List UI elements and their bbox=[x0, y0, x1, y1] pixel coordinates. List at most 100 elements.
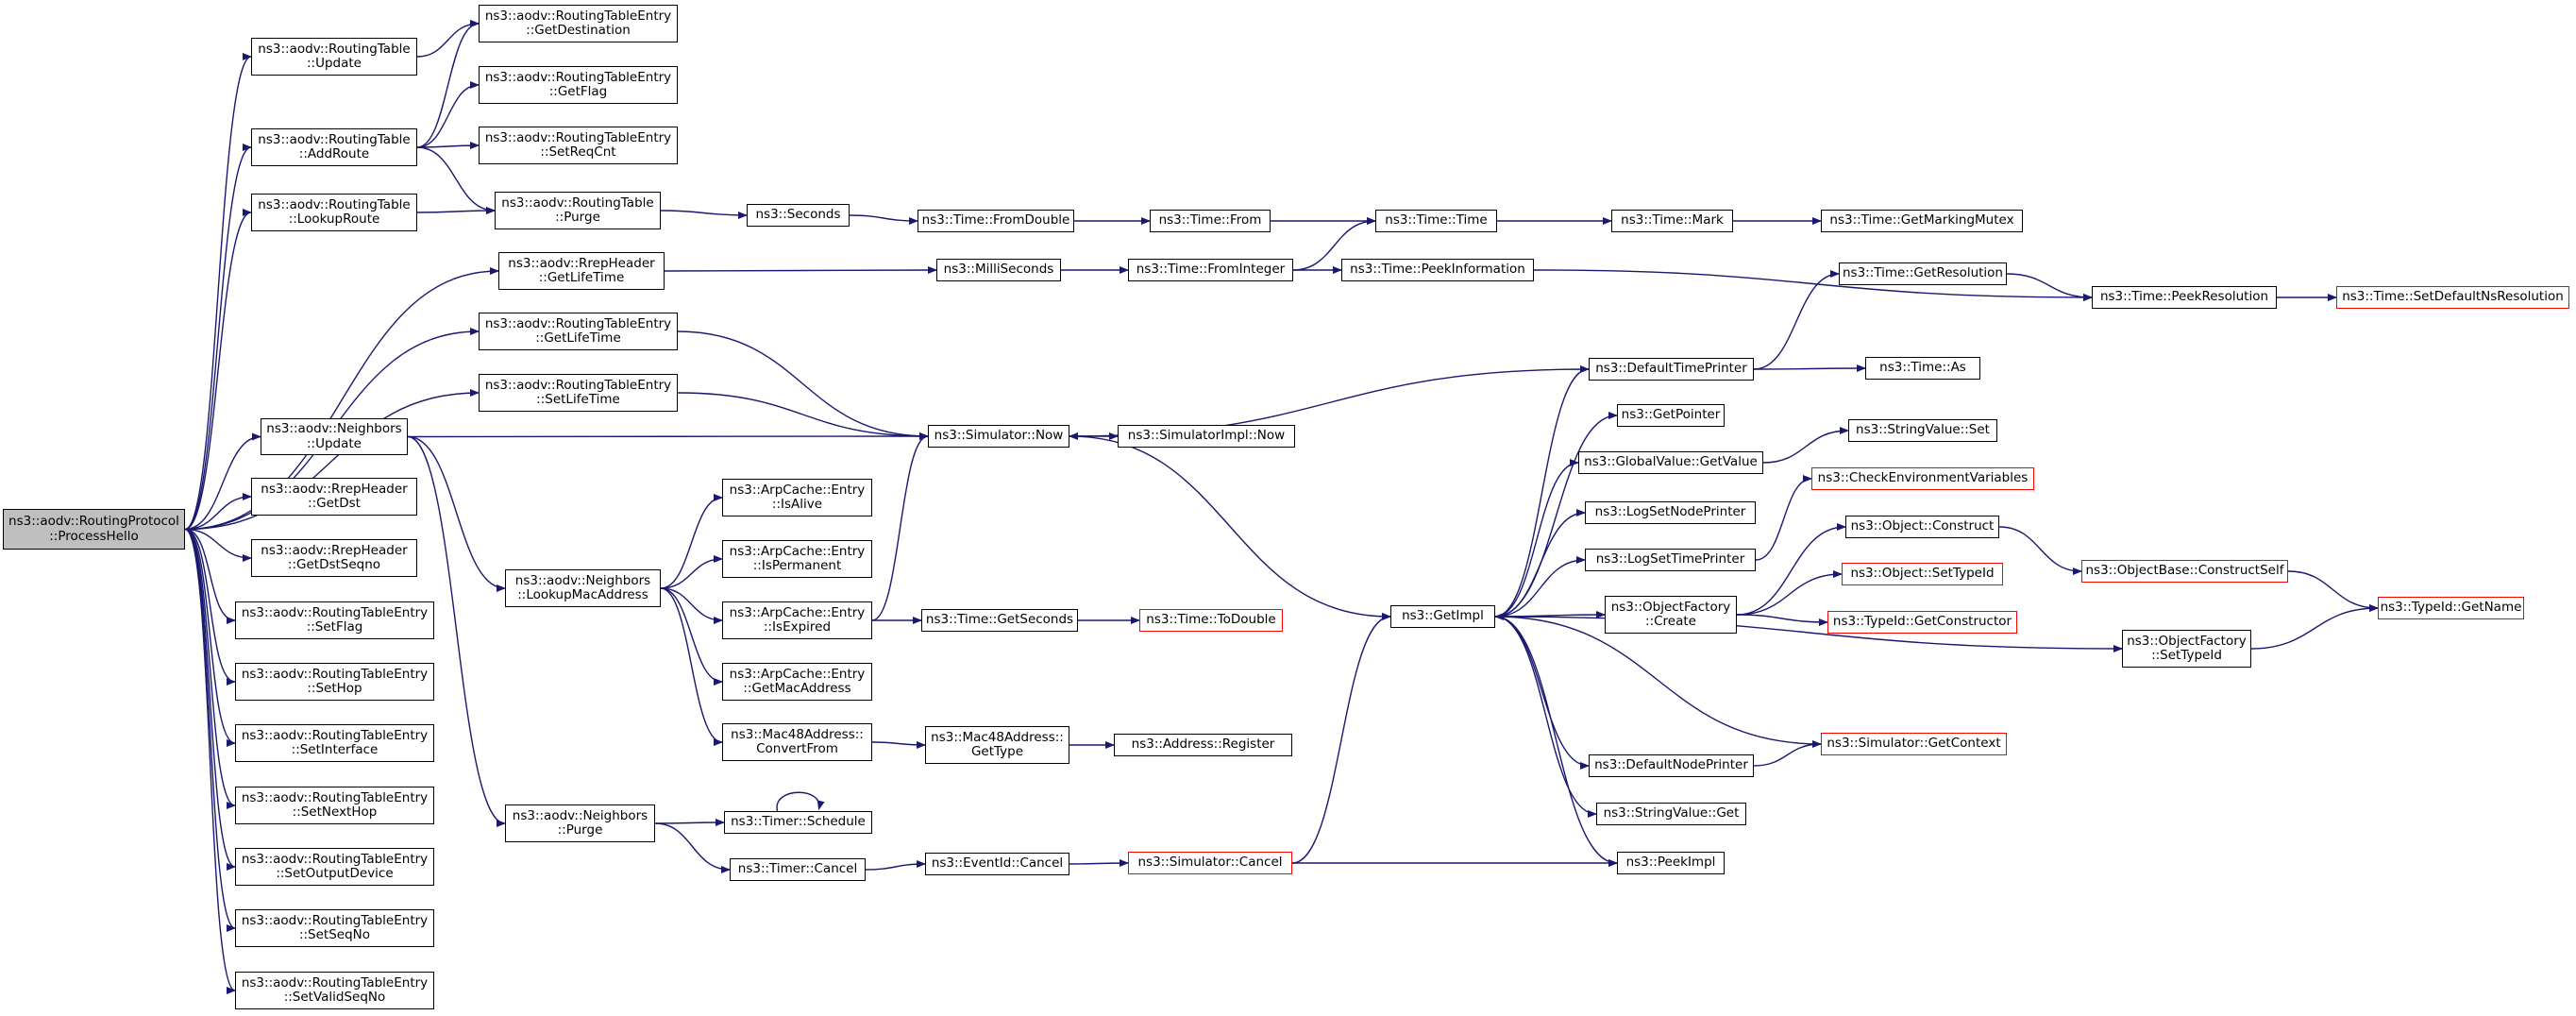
node-eventid-cancel[interactable]: ns3::EventId::Cancel bbox=[925, 853, 1069, 875]
node-time-peekinformation[interactable]: ns3::Time::PeekInformation bbox=[1341, 259, 1534, 281]
node-rt-lookuproute[interactable]: ns3::aodv::RoutingTable::LookupRoute bbox=[251, 194, 417, 231]
node-nb-update[interactable]: ns3::aodv::Neighbors::Update bbox=[261, 418, 408, 455]
node-label-line: ns3::EventId::Cancel bbox=[931, 855, 1064, 872]
node-object-settypeid[interactable]: ns3::Object::SetTypeId bbox=[1842, 563, 2003, 585]
node-label-line: ns3::aodv::RoutingTableEntry bbox=[484, 315, 672, 331]
node-simulator-getcontext[interactable]: ns3::Simulator::GetContext bbox=[1821, 733, 2007, 755]
node-mac48-convertfrom[interactable]: ns3::Mac48Address::ConvertFrom bbox=[722, 723, 872, 761]
edge-root-to-rrep-getdstseqno bbox=[184, 528, 252, 562]
node-rt-update[interactable]: ns3::aodv::RoutingTable::Update bbox=[251, 38, 417, 76]
node-defaultnodeprinter[interactable]: ns3::DefaultNodePrinter bbox=[1589, 754, 1754, 777]
node-simulator-cancel[interactable]: ns3::Simulator::Cancel bbox=[1128, 852, 1292, 874]
node-rte-setreqcnt[interactable]: ns3::aodv::RoutingTableEntry::SetReqCnt bbox=[479, 127, 678, 164]
node-label-line: ns3::Time::SetDefaultNsResolution bbox=[2342, 289, 2564, 305]
node-label-line: ns3::aodv::RoutingTableEntry bbox=[241, 912, 429, 928]
node-label-line: ns3::aodv::RoutingTableEntry bbox=[484, 129, 672, 145]
node-objectfactory-settypeid[interactable]: ns3::ObjectFactory::SetTypeId bbox=[2122, 630, 2251, 668]
node-stringvalue-get[interactable]: ns3::StringValue::Get bbox=[1596, 803, 1746, 825]
node-arp-isalive[interactable]: ns3::ArpCache::Entry::IsAlive bbox=[722, 479, 872, 516]
node-milliseconds[interactable]: ns3::MilliSeconds bbox=[936, 259, 1061, 281]
node-rrep-getdst[interactable]: ns3::aodv::RrepHeader::GetDst bbox=[251, 478, 417, 516]
edge-defaultnodeprinter-to-simulator-getcontext bbox=[1753, 740, 1822, 767]
node-rt-purge[interactable]: ns3::aodv::RoutingTable::Purge bbox=[495, 192, 661, 229]
edge-objectfactory-create-to-typeid-getconstructor bbox=[1736, 614, 1828, 626]
edge-nb-lookupmac-to-arp-ispermanent bbox=[660, 555, 723, 589]
edge-root-to-rt-update bbox=[184, 53, 252, 531]
node-typeid-getname[interactable]: ns3::TypeId::GetName bbox=[2378, 597, 2524, 619]
edge-mac48-convertfrom-to-mac48-gettype bbox=[871, 740, 926, 749]
node-label-line: ::AddRoute bbox=[298, 146, 370, 161]
node-nb-lookupmac[interactable]: ns3::aodv::Neighbors::LookupMacAddress bbox=[505, 569, 661, 607]
node-stringvalue-set[interactable]: ns3::StringValue::Set bbox=[1848, 419, 1997, 442]
node-time-setdefaultnsresolution[interactable]: ns3::Time::SetDefaultNsResolution bbox=[2336, 286, 2569, 309]
node-label-line: ::SetSeqNo bbox=[298, 927, 371, 942]
node-label-line: ::Purge bbox=[555, 210, 600, 225]
node-logsettimeprinter[interactable]: ns3::LogSetTimePrinter bbox=[1585, 549, 1756, 571]
node-simulatorimpl-now[interactable]: ns3::SimulatorImpl::Now bbox=[1118, 425, 1295, 448]
edge-getimpl-to-globalvalue-getvalue bbox=[1494, 459, 1579, 618]
node-defaulttimeprinter[interactable]: ns3::DefaultTimePrinter bbox=[1589, 358, 1754, 381]
node-object-construct[interactable]: ns3::Object::Construct bbox=[1845, 516, 1999, 538]
node-seconds[interactable]: ns3::Seconds bbox=[747, 204, 850, 227]
node-time-frominteger[interactable]: ns3::Time::FromInteger bbox=[1128, 259, 1293, 281]
node-label-line: ::LookupRoute bbox=[288, 212, 380, 227]
node-objectbase-constructself[interactable]: ns3::ObjectBase::ConstructSelf bbox=[2081, 560, 2288, 583]
node-getpointer[interactable]: ns3::GetPointer bbox=[1617, 404, 1725, 427]
node-arp-isexpired[interactable]: ns3::ArpCache::Entry::IsExpired bbox=[722, 601, 872, 639]
node-time-time[interactable]: ns3::Time::Time bbox=[1375, 210, 1497, 232]
node-rrep-getlifetime[interactable]: ns3::aodv::RrepHeader::GetLifeTime bbox=[498, 252, 665, 290]
node-rte-sethop[interactable]: ns3::aodv::RoutingTableEntry::SetHop bbox=[235, 663, 434, 701]
node-rte-getflag[interactable]: ns3::aodv::RoutingTableEntry::GetFlag bbox=[479, 66, 678, 104]
node-typeid-getconstructor[interactable]: ns3::TypeId::GetConstructor bbox=[1827, 611, 2017, 634]
node-label-line: ns3::ObjectFactory bbox=[2127, 633, 2247, 649]
edge-timer-cancel-to-eventid-cancel bbox=[865, 860, 926, 871]
node-rte-setinterface[interactable]: ns3::aodv::RoutingTableEntry::SetInterfa… bbox=[235, 724, 434, 762]
node-arp-getmacaddress[interactable]: ns3::ArpCache::Entry::GetMacAddress bbox=[722, 663, 872, 701]
node-label-line: ns3::aodv::RoutingTableEntry bbox=[484, 8, 672, 24]
node-time-todouble[interactable]: ns3::Time::ToDouble bbox=[1139, 609, 1283, 632]
node-time-peekresolution[interactable]: ns3::Time::PeekResolution bbox=[2092, 286, 2277, 309]
node-rte-setseqno[interactable]: ns3::aodv::RoutingTableEntry::SetSeqNo bbox=[235, 909, 434, 947]
edge-seconds-to-time-fromdouble bbox=[849, 214, 918, 225]
node-label-line: ns3::aodv::Neighbors bbox=[512, 807, 648, 823]
node-mac48-gettype[interactable]: ns3::Mac48Address::GetType bbox=[925, 726, 1069, 764]
edge-objectfactory-create-to-object-construct bbox=[1736, 523, 1846, 616]
node-checkenv[interactable]: ns3::CheckEnvironmentVariables bbox=[1811, 467, 2034, 490]
node-rt-addroute[interactable]: ns3::aodv::RoutingTable::AddRoute bbox=[251, 128, 417, 166]
node-globalvalue-getvalue[interactable]: ns3::GlobalValue::GetValue bbox=[1578, 451, 1763, 474]
edge-defaulttimeprinter-to-time-getresolution bbox=[1753, 270, 1840, 370]
edge-getimpl-to-defaultnodeprinter bbox=[1494, 616, 1590, 770]
node-peekimpl[interactable]: ns3::PeekImpl bbox=[1617, 852, 1725, 874]
node-simulator-now[interactable]: ns3::Simulator::Now bbox=[928, 425, 1069, 448]
node-time-mark[interactable]: ns3::Time::Mark bbox=[1611, 210, 1733, 232]
node-nb-purge[interactable]: ns3::aodv::Neighbors::Purge bbox=[505, 804, 655, 842]
node-getimpl[interactable]: ns3::GetImpl bbox=[1390, 605, 1495, 628]
edge-root-to-rte-setinterface bbox=[184, 528, 236, 747]
node-label-line: ::GetMacAddress bbox=[743, 681, 851, 696]
node-rte-setnexthop[interactable]: ns3::aodv::RoutingTableEntry::SetNextHop bbox=[235, 787, 434, 824]
node-time-getseconds[interactable]: ns3::Time::GetSeconds bbox=[921, 609, 1078, 632]
node-time-as[interactable]: ns3::Time::As bbox=[1865, 357, 1980, 380]
node-time-from[interactable]: ns3::Time::From bbox=[1150, 210, 1271, 232]
edge-getimpl-to-peekimpl bbox=[1494, 616, 1618, 867]
node-label-line: ::SetNextHop bbox=[292, 804, 378, 820]
node-rte-setoutputdevice[interactable]: ns3::aodv::RoutingTableEntry::SetOutputD… bbox=[235, 848, 434, 886]
node-objectfactory-create[interactable]: ns3::ObjectFactory::Create bbox=[1605, 596, 1737, 634]
node-label-line: ::SetOutputDevice bbox=[276, 866, 394, 881]
node-time-fromdouble[interactable]: ns3::Time::FromDouble bbox=[918, 210, 1074, 232]
node-label-line: ConvertFrom bbox=[756, 741, 838, 756]
node-address-register[interactable]: ns3::Address::Register bbox=[1114, 734, 1292, 756]
node-rte-setvalidseqno[interactable]: ns3::aodv::RoutingTableEntry::SetValidSe… bbox=[235, 972, 434, 1009]
node-rte-getlifetime[interactable]: ns3::aodv::RoutingTableEntry::GetLifeTim… bbox=[479, 313, 678, 350]
node-rte-getdestination[interactable]: ns3::aodv::RoutingTableEntry::GetDestina… bbox=[479, 5, 678, 42]
node-logsetnodeprinter[interactable]: ns3::LogSetNodePrinter bbox=[1585, 501, 1756, 524]
node-timer-cancel[interactable]: ns3::Timer::Cancel bbox=[730, 858, 866, 881]
node-time-getresolution[interactable]: ns3::Time::GetResolution bbox=[1839, 262, 2007, 285]
node-rte-setlifetime[interactable]: ns3::aodv::RoutingTableEntry::SetLifeTim… bbox=[479, 374, 678, 412]
edge-root-to-rte-setseqno bbox=[184, 528, 236, 932]
node-arp-ispermanent[interactable]: ns3::ArpCache::Entry::IsPermanent bbox=[722, 540, 872, 578]
node-timer-schedule[interactable]: ns3::Timer::Schedule bbox=[724, 811, 872, 834]
node-rrep-getdstseqno[interactable]: ns3::aodv::RrepHeader::GetDstSeqno bbox=[251, 539, 417, 577]
node-time-getmarkingmutex[interactable]: ns3::Time::GetMarkingMutex bbox=[1821, 210, 2023, 232]
node-rte-setflag[interactable]: ns3::aodv::RoutingTableEntry::SetFlag bbox=[235, 601, 434, 639]
